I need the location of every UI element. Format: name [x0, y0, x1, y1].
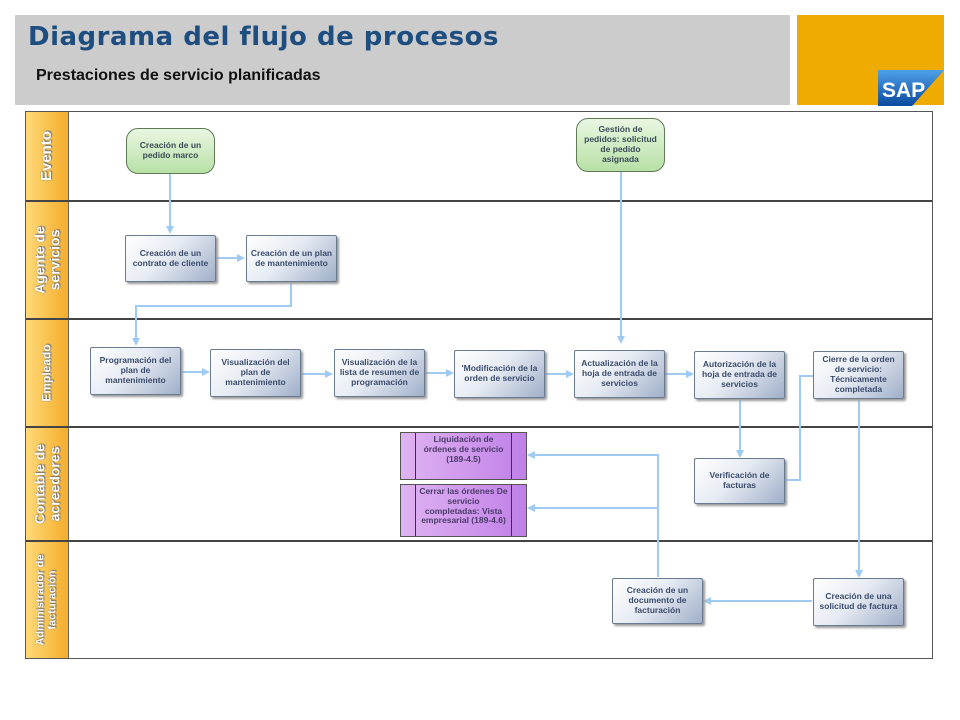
connector-verificacion-to-cierre [786, 372, 822, 481]
lane-label-evento: Evento [26, 112, 69, 200]
step-verificacion-facturas[interactable]: Verificación de facturas [694, 458, 785, 504]
step-actualizacion-hoja[interactable]: Actualización de la hoja de entrada de s… [574, 350, 665, 398]
step-modificacion-orden[interactable]: 'Modificación de la orden de servicio [454, 350, 545, 398]
lane-label-contable: Contable de acreedores [26, 428, 69, 540]
lane-divider [26, 540, 932, 542]
step-documento-facturacion[interactable]: Creación de un documento de facturación [612, 578, 703, 624]
step-contrato-cliente[interactable]: Creación de un contrato de cliente [125, 235, 216, 282]
swimlane-diagram [25, 111, 933, 659]
lane-divider [26, 426, 932, 428]
subprocess-cerrar-ordenes[interactable]: Cerrar las órdenes De servicio completad… [400, 484, 527, 537]
lane-divider [26, 318, 932, 320]
svg-text:SAP: SAP [882, 79, 925, 102]
lane-label-administrador: Administrador de facturación [26, 542, 69, 658]
event-gestion-pedidos[interactable]: Gestión de pedidos: solicitud de pedido … [576, 118, 665, 172]
step-visualizacion-lista[interactable]: Visualización de la lista de resumen de … [334, 349, 425, 397]
lane-label-agente: Agente de servicios [26, 202, 69, 318]
subprocess-liquidacion[interactable]: Liquidación de órdenes de servicio (189-… [400, 432, 527, 480]
step-autorizacion-hoja[interactable]: Autorización de la hoja de entrada de se… [694, 351, 785, 399]
header-banner [15, 15, 790, 105]
connector-plan-to-programacion [132, 283, 292, 346]
event-pedido-marco[interactable]: Creación de un pedido marco [126, 128, 215, 174]
page-subtitle: Prestaciones de servicio planificadas [36, 67, 321, 84]
lane-label-empleado: Empleado [26, 320, 69, 426]
page-title: Diagrama del flujo de procesos [28, 22, 499, 52]
sap-logo: SAP [878, 70, 944, 106]
step-cierre-orden[interactable]: Cierre de la orden de servicio: Técnicam… [813, 351, 904, 399]
step-visualizacion-plan[interactable]: Visualización del plan de mantenimiento [210, 349, 301, 397]
step-programacion[interactable]: Programación del plan de mantenimiento [90, 347, 181, 395]
lane-divider [26, 200, 932, 202]
connector-documento-to-liquidacion [527, 451, 659, 577]
step-solicitud-factura[interactable]: Creación de una solicitud de factura [813, 578, 904, 626]
step-plan-mantenimiento[interactable]: Creación de un plan de mantenimiento [246, 235, 337, 282]
